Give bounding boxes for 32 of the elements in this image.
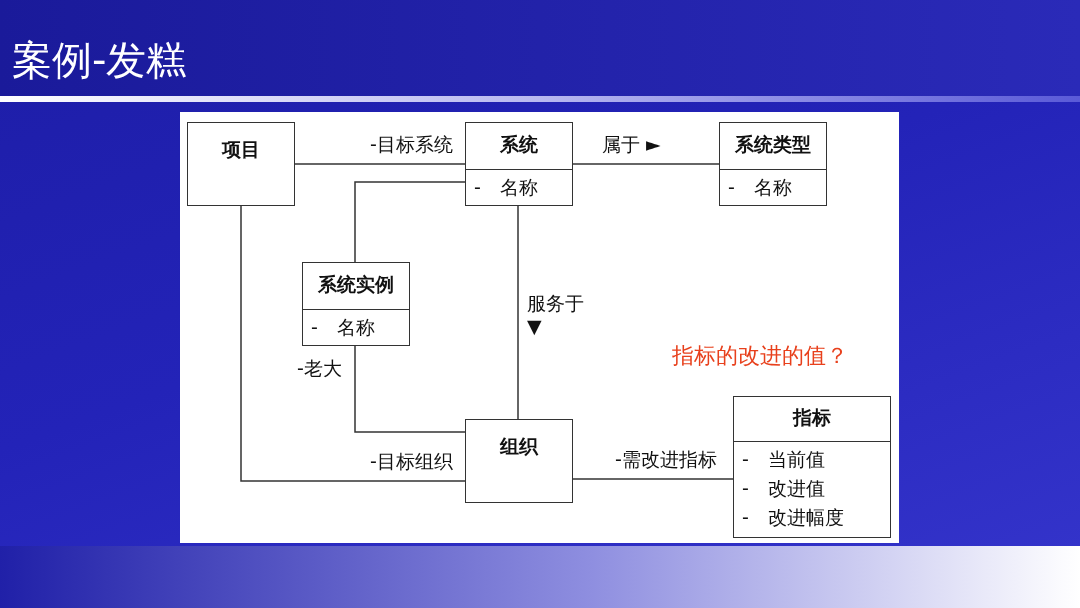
class-name: 系统 (500, 133, 538, 155)
association-line (354, 345, 466, 433)
association-line (572, 163, 720, 165)
association-line (354, 181, 466, 263)
edge-label: 属于 ► (602, 133, 661, 156)
association-line (517, 205, 519, 420)
edge-label: -需改进指标 (615, 448, 717, 471)
edge-label: -目标组织 (370, 450, 453, 473)
slide-title: 案例-发糕 (12, 38, 187, 82)
class-name: 项目 (222, 138, 260, 160)
attribute-text: - 改进值 (741, 476, 826, 501)
class-name: 系统类型 (735, 133, 811, 155)
edge-label: -老大 (297, 357, 342, 380)
attribute-text: - 当前值 (741, 447, 826, 472)
class-box (187, 122, 295, 206)
edge-label: -目标系统 (370, 133, 453, 156)
class-name: 组织 (500, 435, 538, 457)
class-box (719, 122, 827, 206)
attribute-text: - 名称 (310, 315, 376, 340)
attribute-text: - 改进幅度 (741, 505, 845, 530)
class-box (733, 396, 891, 538)
class-box (465, 122, 573, 206)
attribute-text: - 名称 (727, 175, 793, 200)
attribute-text: - 名称 (473, 175, 539, 200)
class-box (465, 419, 573, 503)
association-line (572, 478, 734, 480)
class-box (302, 262, 410, 346)
association-line (240, 205, 466, 482)
note-text: 指标的改进的值？ (672, 342, 848, 370)
association-line (294, 163, 466, 165)
class-name: 指标 (793, 406, 831, 428)
class-name: 系统实例 (318, 273, 394, 295)
